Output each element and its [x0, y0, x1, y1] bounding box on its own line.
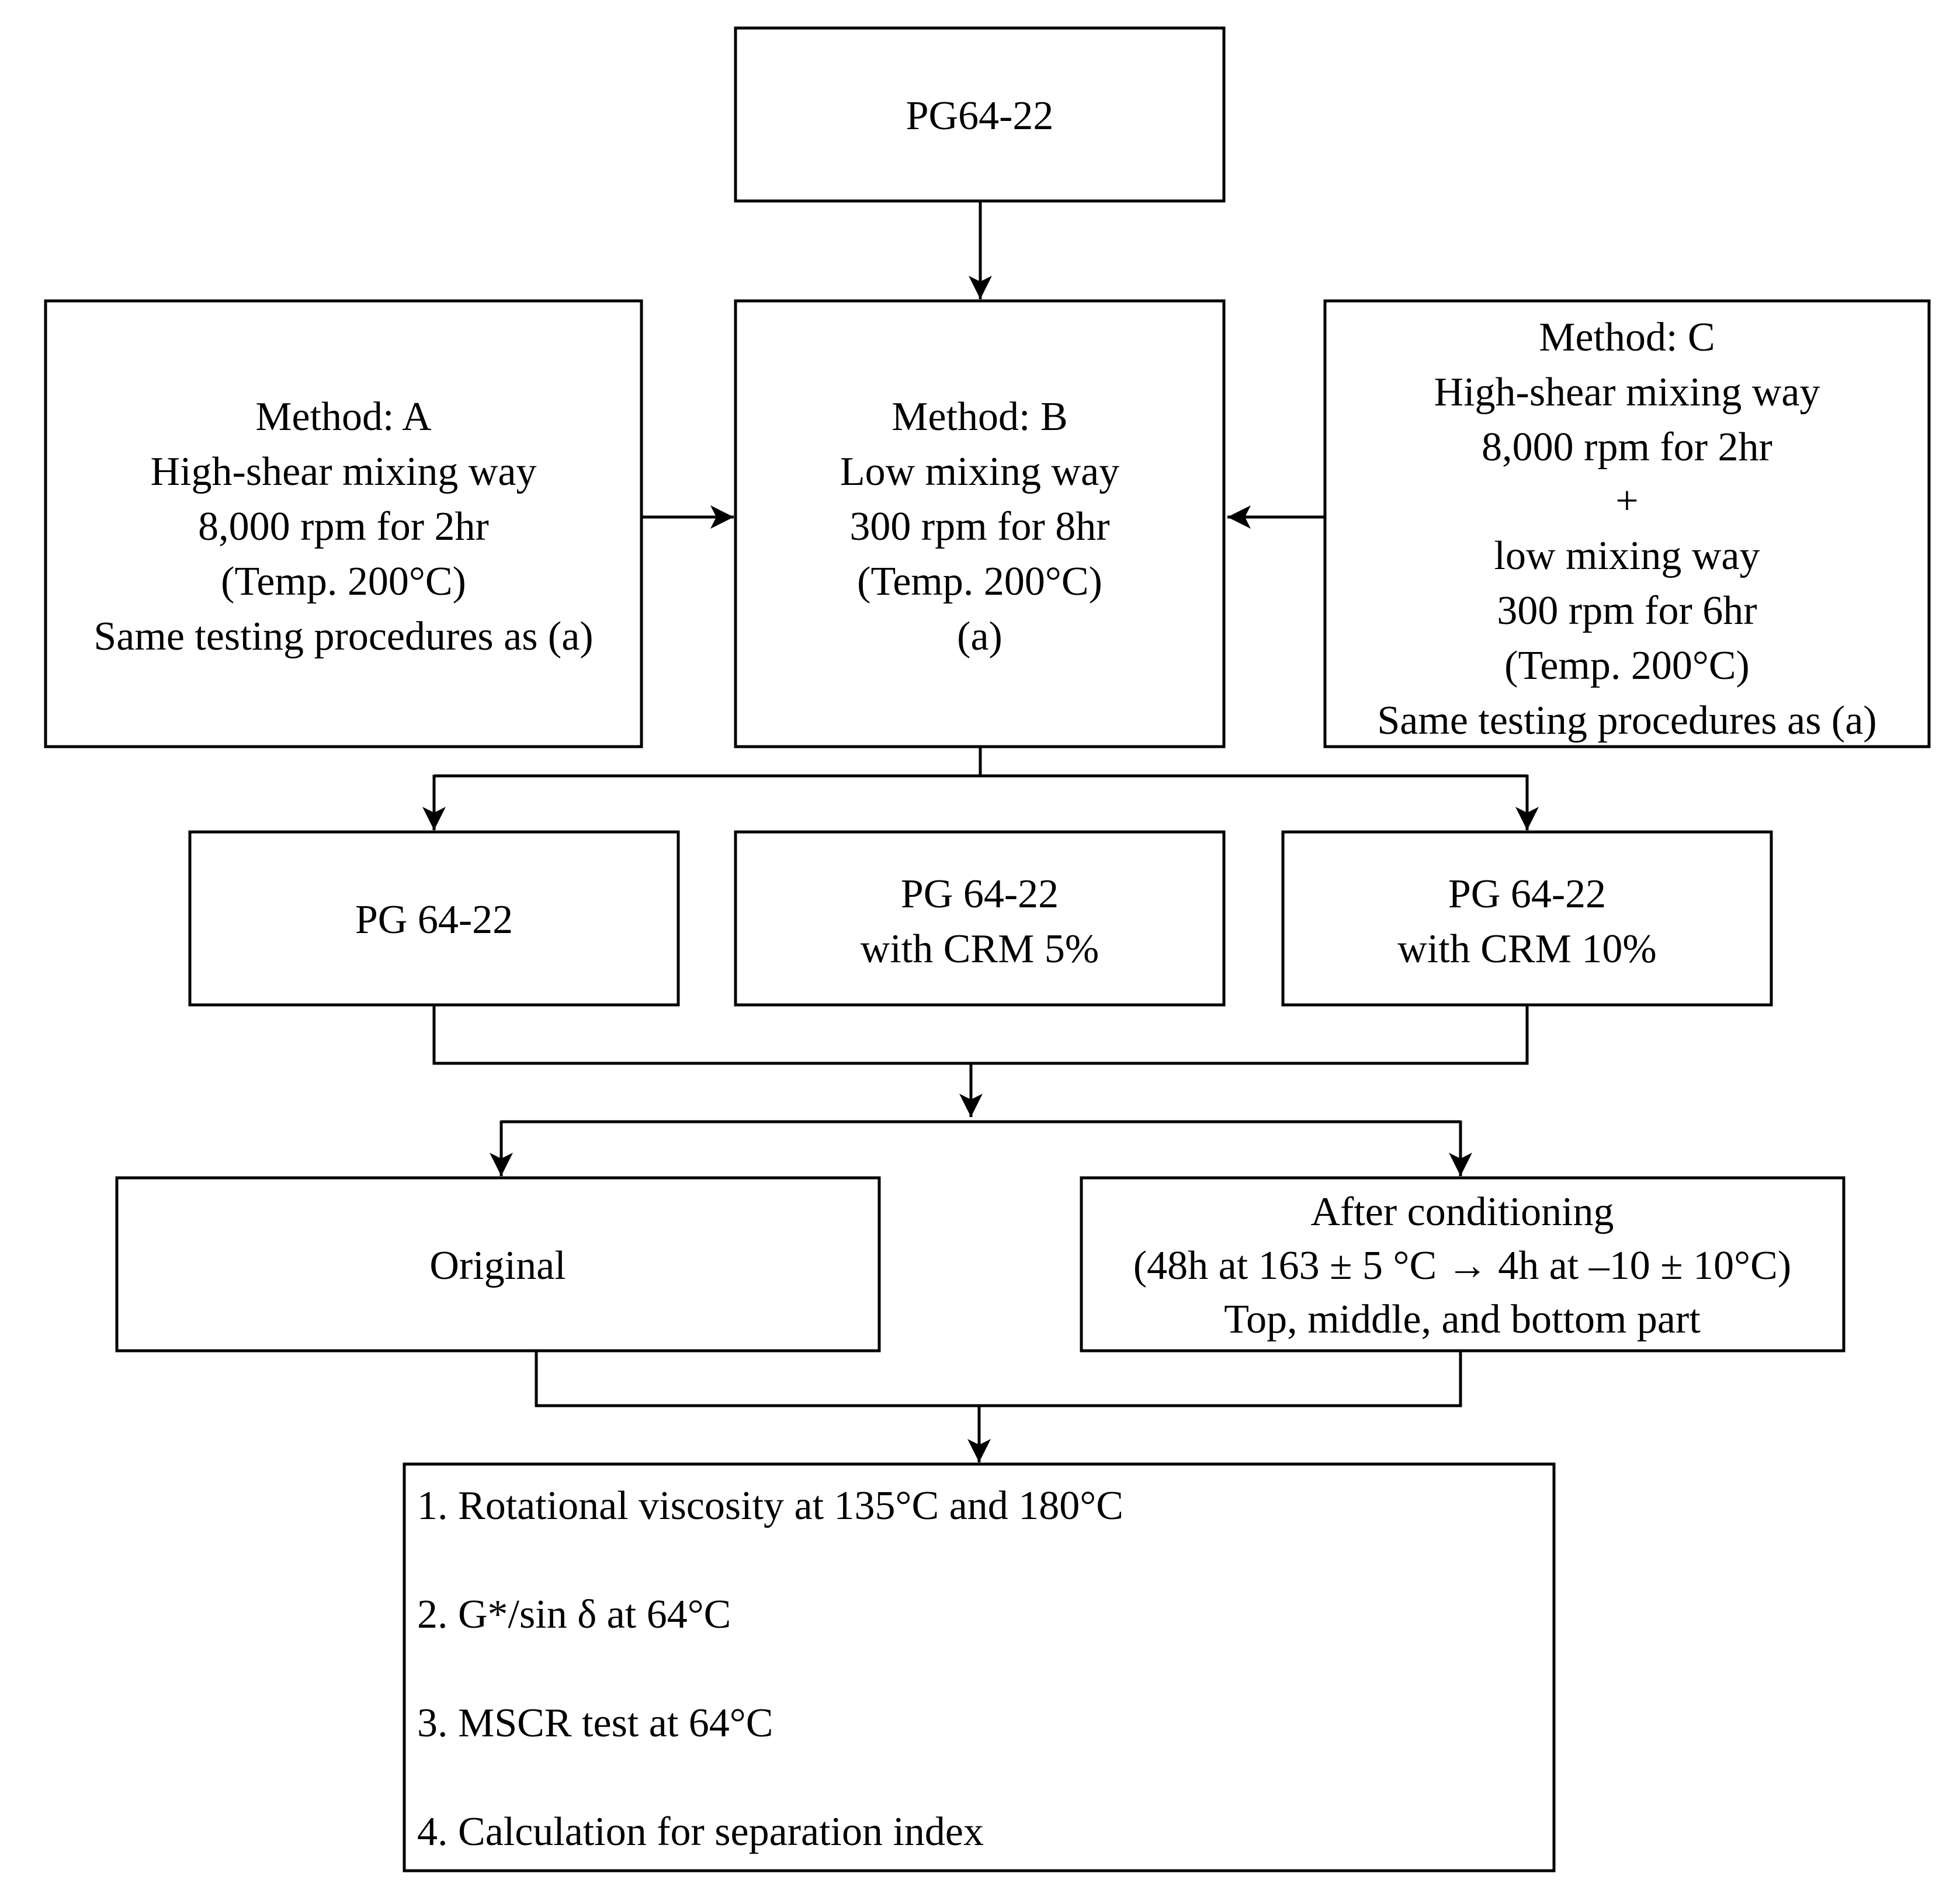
merge-line-conditions: [535, 1352, 1462, 1407]
original-node: Original: [115, 1176, 881, 1353]
conditioning-line-1: After conditioning: [1310, 1190, 1614, 1234]
conditioning-line-3: Top, middle, and bottom part: [1224, 1297, 1701, 1342]
sample-pg-label: PG 64-22: [355, 897, 513, 942]
sample-pg-box: [188, 830, 680, 1007]
test-item-2: 2. G*/sin δ at 64°C: [417, 1592, 731, 1637]
merge-line-samples: [432, 1006, 1529, 1065]
sample-pg-node: PG 64-22: [188, 830, 680, 1007]
original-label: Original: [429, 1243, 566, 1288]
sample-crm10-line-2: with CRM 10%: [1397, 927, 1656, 972]
sample-crm10-box: [1281, 830, 1773, 1007]
method-c-node: Method: C High-shear mixing way 8,000 rp…: [1323, 299, 1931, 748]
connectors: [422, 202, 1539, 1462]
method-b-line-2: Low mixing way: [840, 449, 1119, 494]
method-c-line-7: (Temp. 200°C): [1504, 643, 1750, 688]
method-c-line-8: Same testing procedures as (a): [1377, 698, 1876, 743]
sample-crm5-line-2: with CRM 5%: [861, 927, 1099, 972]
conditioning-node: After conditioning (48h at 163 ± 5 °C → …: [1080, 1176, 1845, 1353]
sample-crm5-line-1: PG 64-22: [901, 872, 1059, 917]
method-c-line-3: 8,000 rpm for 2hr: [1482, 425, 1772, 470]
method-b-box: [734, 299, 1226, 748]
method-a-line-2: High-shear mixing way: [151, 449, 537, 494]
method-c-line-6: 300 rpm for 6hr: [1497, 588, 1757, 633]
method-b-line-3: 300 rpm for 8hr: [849, 504, 1109, 549]
method-a-box: [44, 299, 643, 748]
sample-crm10-node: PG 64-22 with CRM 10%: [1281, 830, 1773, 1007]
test-item-3: 3. MSCR test at 64°C: [417, 1701, 773, 1746]
method-c-line-4: +: [1615, 478, 1638, 523]
tests-box: [403, 1462, 1556, 1872]
original-box: [115, 1176, 881, 1353]
method-a-node: Method: A High-shear mixing way 8,000 rp…: [44, 299, 643, 748]
method-b-line-1: Method: B: [891, 394, 1067, 439]
pg-base-box: [734, 26, 1226, 203]
method-b-node: Method: B Low mixing way 300 rpm for 8hr…: [734, 299, 1226, 748]
method-a-line-4: (Temp. 200°C): [221, 559, 466, 604]
method-b-line-4: (Temp. 200°C): [857, 559, 1102, 604]
method-c-box: [1323, 299, 1931, 748]
method-c-line-1: Method: C: [1539, 315, 1715, 360]
conditioning-line-2: (48h at 163 ± 5 °C → 4h at –10 ± 10°C): [1133, 1243, 1791, 1288]
conditioning-box: [1080, 1176, 1845, 1353]
pg-base-label: PG64-22: [906, 93, 1054, 138]
method-c-line-5: low mixing way: [1494, 533, 1760, 578]
split-line-method-b: [434, 748, 1527, 778]
sample-crm5-box: [734, 830, 1226, 1007]
method-a-line-3: 8,000 rpm for 2hr: [198, 504, 489, 549]
sample-crm10-line-1: PG 64-22: [1448, 872, 1606, 917]
tests-node: 1. Rotational viscosity at 135°C and 180…: [403, 1462, 1556, 1872]
method-c-line-2: High-shear mixing way: [1434, 370, 1820, 415]
test-item-4: 4. Calculation for separation index: [417, 1809, 984, 1854]
sample-crm5-node: PG 64-22 with CRM 5%: [734, 830, 1226, 1007]
method-b-line-5: (a): [957, 614, 1002, 659]
method-a-line-1: Method: A: [255, 394, 432, 439]
pg-base-node: PG64-22: [734, 26, 1226, 203]
test-item-1: 1. Rotational viscosity at 135°C and 180…: [417, 1483, 1123, 1528]
method-a-line-5: Same testing procedures as (a): [93, 614, 593, 659]
